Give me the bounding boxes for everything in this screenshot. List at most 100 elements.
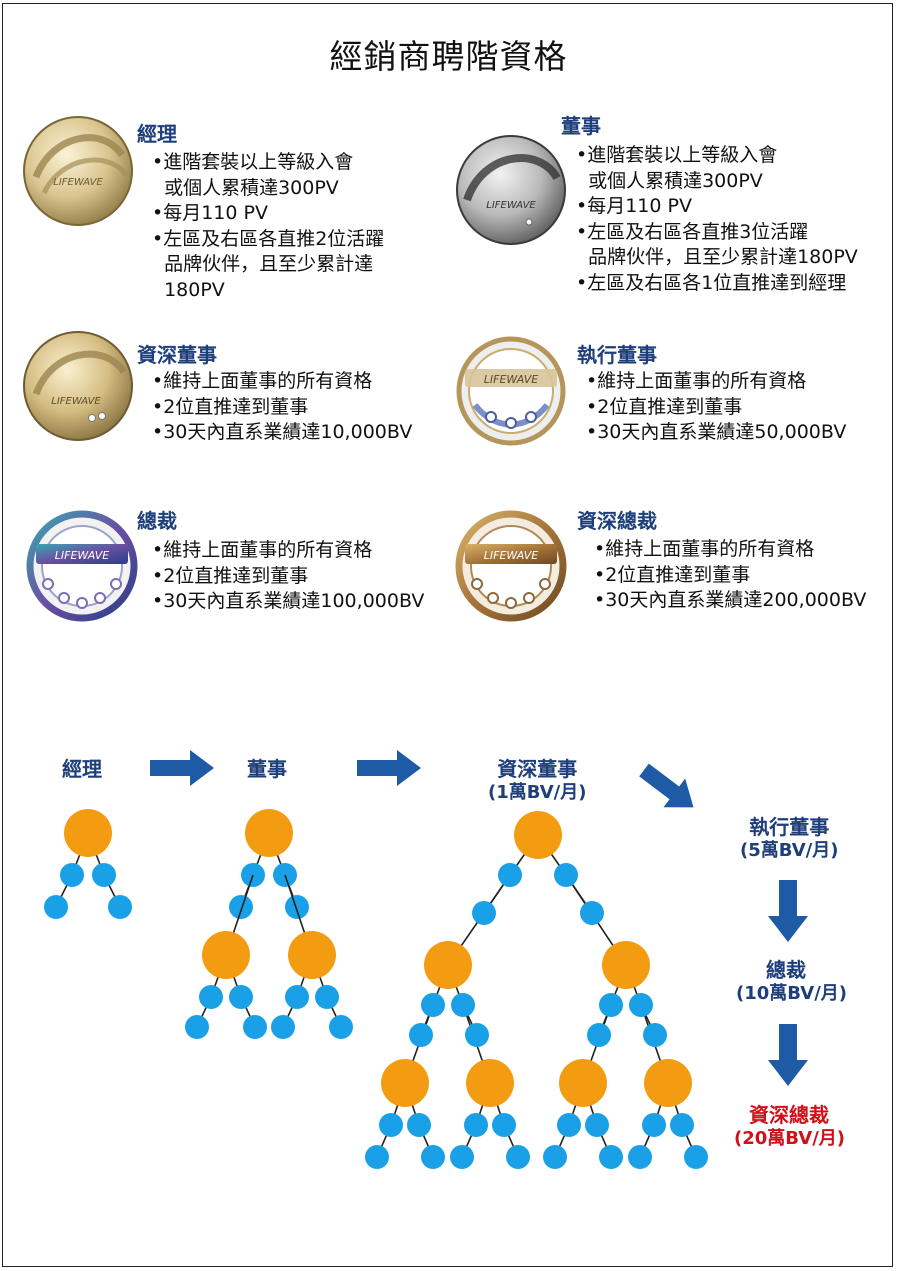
member-node bbox=[60, 863, 84, 887]
svg-text:LIFEWAVE: LIFEWAVE bbox=[486, 200, 536, 211]
flow-label-executive-director-name: 執行董事 bbox=[749, 815, 830, 839]
member-node bbox=[421, 1145, 445, 1169]
member-node bbox=[628, 1145, 652, 1169]
member-node bbox=[229, 985, 253, 1009]
requirement-line: •維持上面董事的所有資格 bbox=[152, 539, 373, 561]
leader-node bbox=[424, 941, 472, 989]
rank-title-director: 董事 bbox=[561, 114, 601, 138]
leader-node bbox=[245, 809, 293, 857]
leader-node bbox=[602, 941, 650, 989]
member-node bbox=[285, 985, 309, 1009]
member-node bbox=[599, 993, 623, 1017]
flow-label-director: 董事 bbox=[247, 757, 287, 781]
flow-label-president: 總裁 (10萬BV/月) bbox=[736, 958, 847, 1006]
requirement-line: •每月110 PV bbox=[152, 202, 268, 224]
member-node bbox=[92, 863, 116, 887]
member-node bbox=[315, 985, 339, 1009]
rank-requirements-manager: •進階套裝以上等級入會 或個人累積達300PV •每月110 PV •左區及右區… bbox=[152, 150, 384, 303]
svg-text:LIFEWAVE: LIFEWAVE bbox=[55, 549, 109, 562]
requirement-line: •2位直推達到董事 bbox=[152, 564, 309, 587]
leader-node bbox=[202, 931, 250, 979]
requirement-line: 品牌伙伴，且至少累計達180PV bbox=[576, 246, 858, 268]
requirement-line: •2位直推達到董事 bbox=[152, 395, 309, 418]
member-node bbox=[580, 901, 604, 925]
flow-label-senior-director-name: 資深董事 bbox=[497, 757, 578, 781]
member-node bbox=[365, 1145, 389, 1169]
flow-label-senior-president-name: 資深總裁 bbox=[749, 1103, 829, 1127]
member-node bbox=[543, 1145, 567, 1169]
requirement-line: •左區及右區各1位直推達到經理 bbox=[576, 271, 847, 294]
rank-requirements-executive-director: •維持上面董事的所有資格 •2位直推達到董事 •30天內直系業績達50,000B… bbox=[586, 369, 846, 446]
requirement-line: •30天內直系業績達50,000BV bbox=[586, 421, 847, 443]
svg-text:LIFEWAVE: LIFEWAVE bbox=[51, 396, 101, 407]
requirement-line: 或個人累積達300PV bbox=[576, 169, 763, 192]
flow-label-executive-director: 執行董事 (5萬BV/月) bbox=[740, 815, 838, 863]
member-node bbox=[229, 895, 253, 919]
member-node bbox=[557, 1113, 581, 1137]
leader-node bbox=[559, 1059, 607, 1107]
member-node bbox=[585, 1113, 609, 1137]
requirement-line: 品牌伙伴，且至少累計達 bbox=[152, 253, 374, 275]
leader-node bbox=[381, 1059, 429, 1107]
svg-text:LIFEWAVE: LIFEWAVE bbox=[53, 177, 103, 188]
down-arrow-icon bbox=[768, 880, 808, 942]
requirement-line: •每月110 PV bbox=[576, 195, 692, 217]
member-node bbox=[44, 895, 68, 919]
svg-text:LIFEWAVE: LIFEWAVE bbox=[484, 549, 538, 562]
flow-label-manager: 經理 bbox=[62, 757, 102, 781]
rank-title-senior-president: 資深總裁 bbox=[577, 509, 657, 533]
member-node bbox=[465, 1023, 489, 1047]
requirement-line: •左區及右區各直推2位活躍 bbox=[152, 227, 385, 250]
requirement-line: 或個人累積達300PV bbox=[152, 176, 339, 199]
flow-label-executive-director-bv: (5萬BV/月) bbox=[740, 840, 839, 861]
right-arrow-icon bbox=[150, 750, 214, 786]
member-node bbox=[199, 985, 223, 1009]
member-node bbox=[464, 1113, 488, 1137]
requirement-line: •30天內直系業績達10,000BV bbox=[152, 421, 413, 443]
svg-text:LIFEWAVE: LIFEWAVE bbox=[484, 373, 538, 386]
medal-icon: LIFEWAVE bbox=[26, 510, 138, 622]
medal-icon: LIFEWAVE bbox=[456, 336, 566, 446]
requirement-line: •進階套裝以上等級入會 bbox=[152, 151, 354, 173]
leader-node bbox=[288, 931, 336, 979]
member-node bbox=[409, 1023, 433, 1047]
rank-title-president: 總裁 bbox=[137, 509, 177, 533]
leader-node bbox=[466, 1059, 514, 1107]
flow-label-president-name: 總裁 bbox=[766, 958, 806, 982]
flow-label-president-bv: (10萬BV/月) bbox=[736, 983, 847, 1004]
requirement-line: 180PV bbox=[152, 278, 225, 301]
member-node bbox=[642, 1113, 666, 1137]
member-node bbox=[684, 1145, 708, 1169]
diagonal-arrow-icon bbox=[639, 763, 694, 808]
rank-title-manager: 經理 bbox=[137, 122, 177, 146]
member-node bbox=[643, 1023, 667, 1047]
member-node bbox=[670, 1113, 694, 1137]
member-node bbox=[451, 993, 475, 1017]
member-node bbox=[185, 1015, 209, 1039]
member-node bbox=[243, 1015, 267, 1039]
medal-icon: LIFEWAVE bbox=[23, 331, 133, 441]
leader-node bbox=[514, 811, 562, 859]
requirement-line: •30天內直系業績達100,000BV bbox=[152, 590, 425, 612]
member-node bbox=[498, 863, 522, 887]
flow-label-senior-director-bv: (1萬BV/月) bbox=[488, 782, 587, 803]
member-node bbox=[271, 1015, 295, 1039]
rank-requirements-senior-president: •維持上面董事的所有資格 •2位直推達到董事 •30天內直系業績達200,000… bbox=[594, 537, 866, 614]
member-node bbox=[554, 863, 578, 887]
requirement-line: •維持上面董事的所有資格 bbox=[586, 370, 807, 392]
member-node bbox=[629, 993, 653, 1017]
member-node bbox=[379, 1113, 403, 1137]
member-node bbox=[329, 1015, 353, 1039]
medal-icon: LIFEWAVE bbox=[456, 135, 566, 245]
member-node bbox=[450, 1145, 474, 1169]
right-arrow-icon bbox=[357, 750, 421, 786]
member-node bbox=[108, 895, 132, 919]
flow-label-senior-director: 資深董事 (1萬BV/月) bbox=[488, 757, 586, 805]
member-node bbox=[407, 1113, 431, 1137]
requirement-line: •左區及右區各直推3位活躍 bbox=[576, 220, 809, 243]
rank-title-senior-director: 資深董事 bbox=[137, 343, 217, 367]
requirement-line: •2位直推達到董事 bbox=[594, 563, 751, 586]
requirement-line: •2位直推達到董事 bbox=[586, 395, 743, 418]
page-title: 經銷商聘階資格 bbox=[329, 37, 568, 76]
member-node bbox=[472, 901, 496, 925]
